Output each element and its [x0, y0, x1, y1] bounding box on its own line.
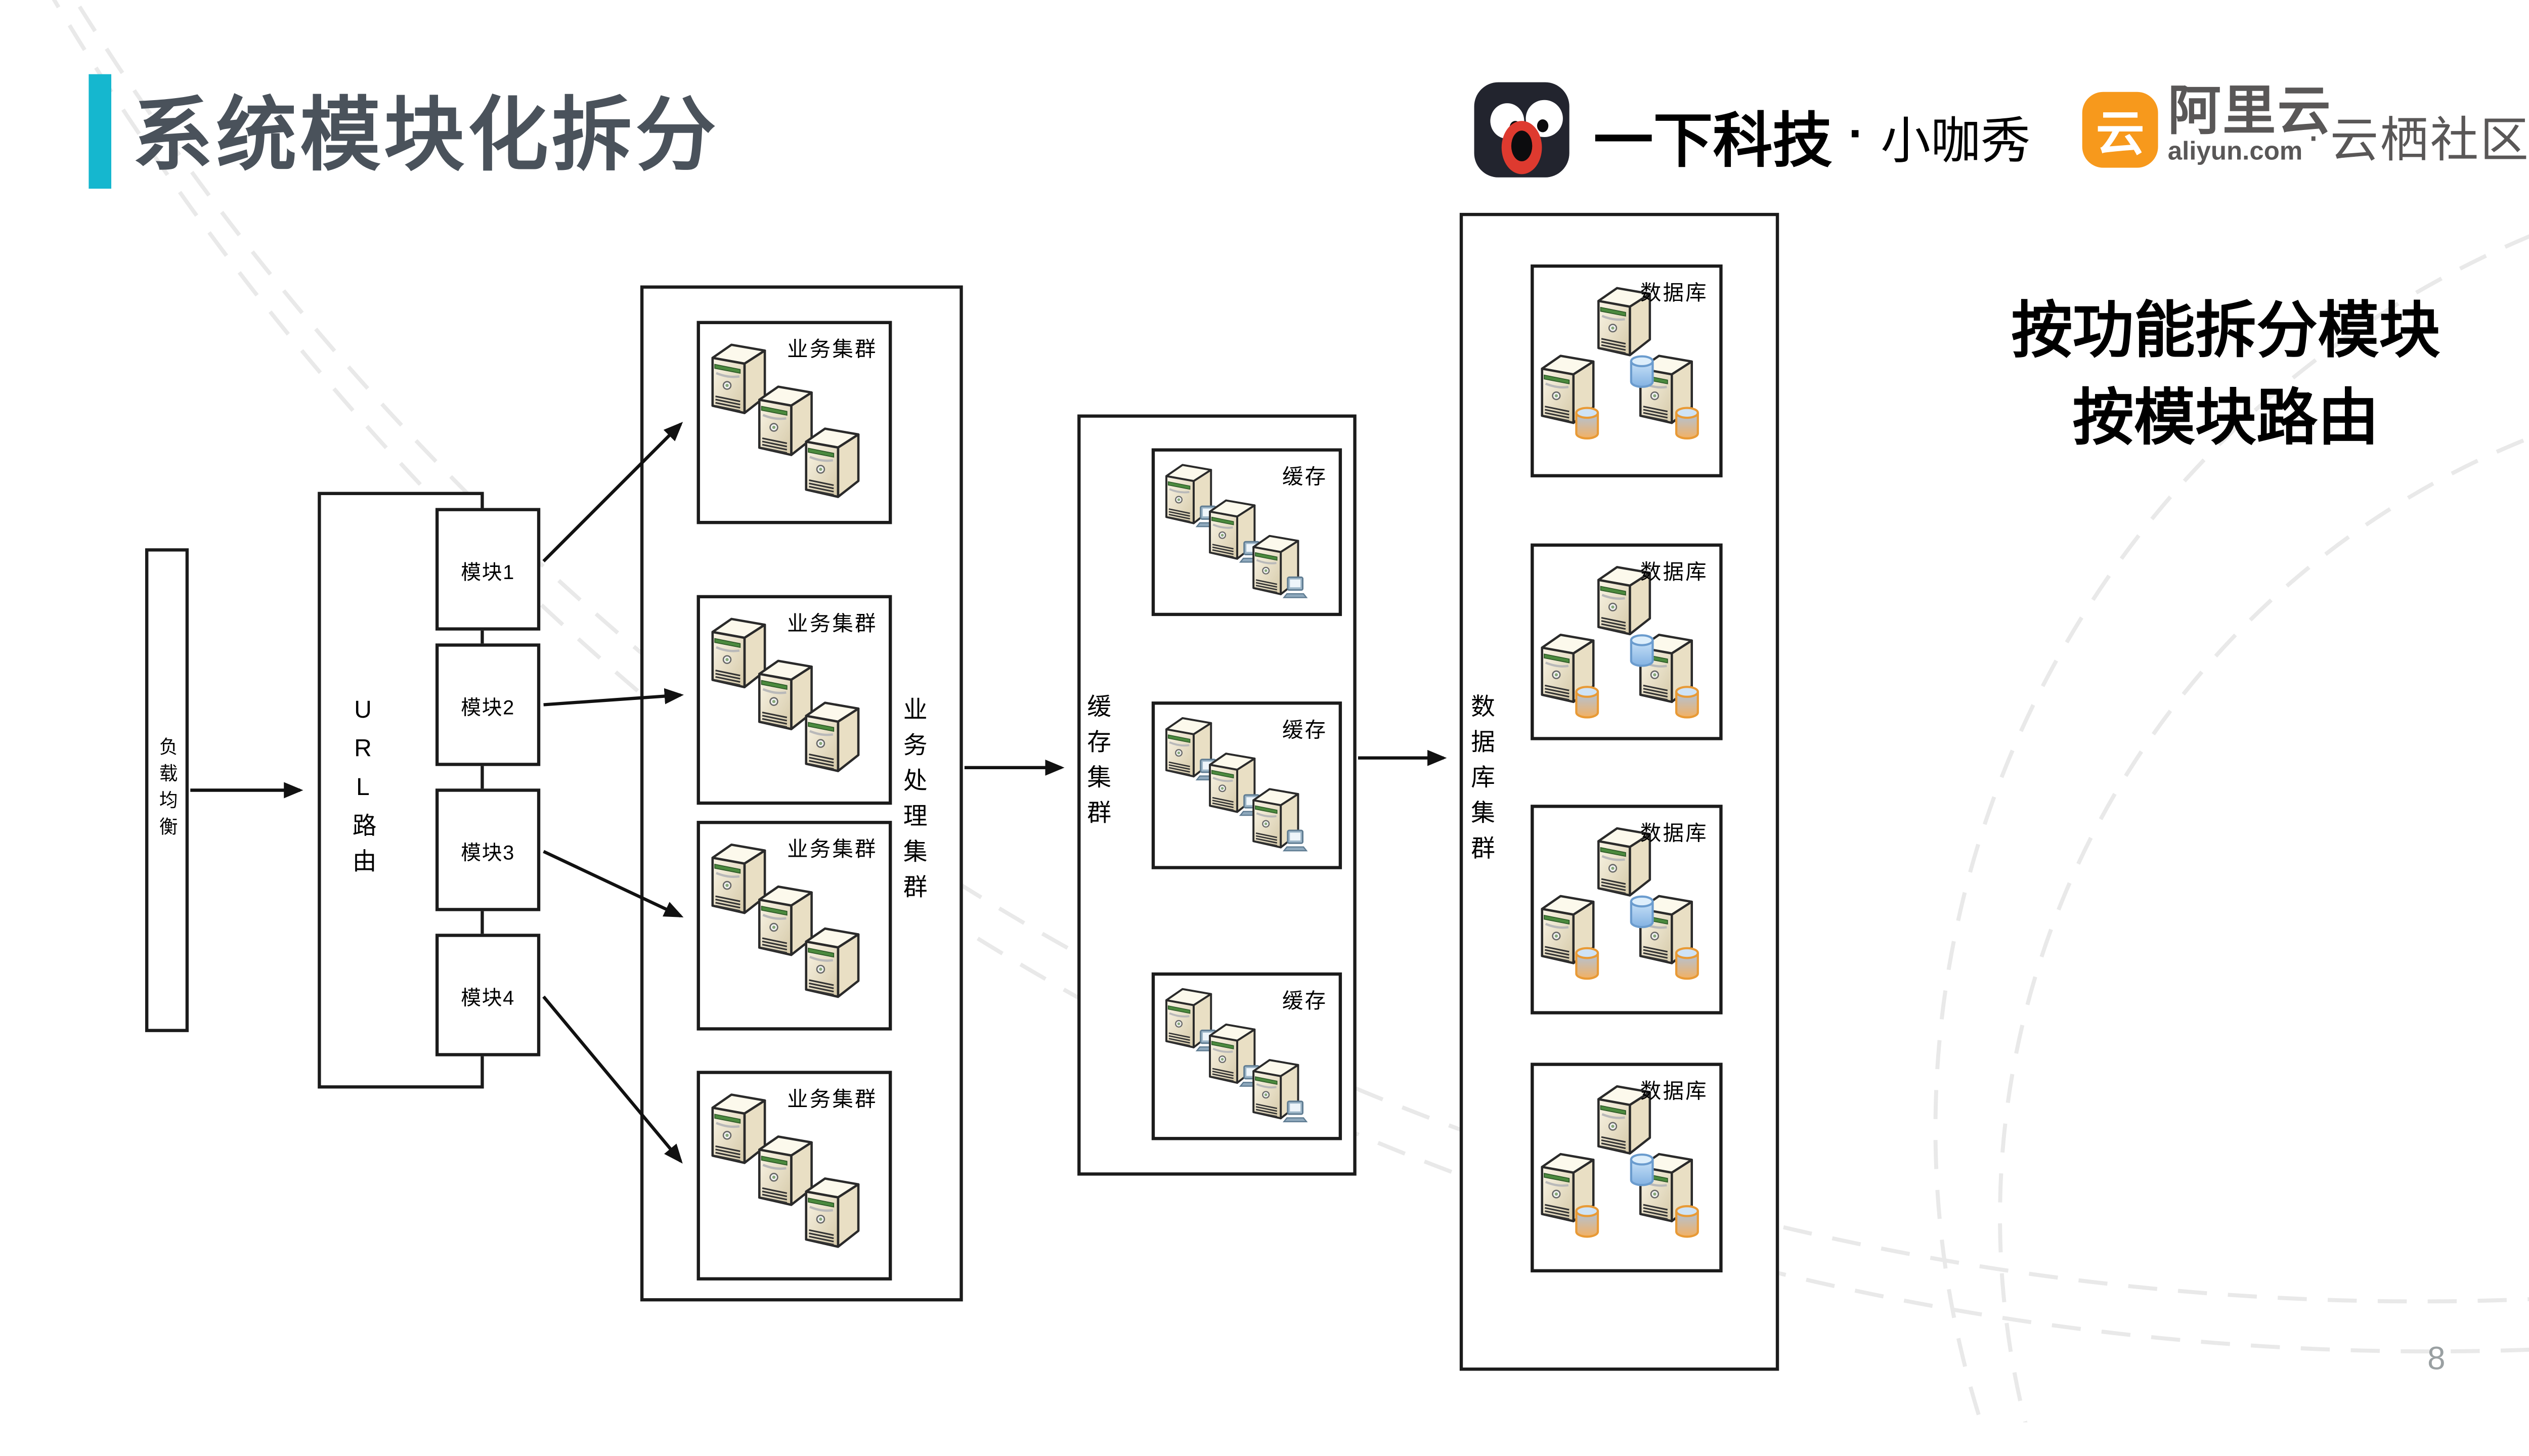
database-cluster-group-box: 数据库 数据库	[1459, 212, 1779, 1371]
module-box: 模块4	[435, 934, 541, 1056]
cluster-box: 业务集群	[696, 595, 892, 805]
mouth-icon	[1501, 121, 1542, 174]
aliyun-domain: aliyun.com	[2167, 139, 2303, 166]
brand-separator: ·	[1848, 108, 1865, 161]
cluster-box: 数据库	[1531, 805, 1723, 1014]
slide: 系统模块化拆分 一下科技 · 小咖秀 云 阿里云 aliyun.com · 云栖…	[53, 0, 2529, 1423]
module-label: 模块2	[461, 695, 515, 719]
database-cylinder-icon	[1675, 947, 1699, 980]
cache-cluster-group-box: 缓存 缓存	[1077, 414, 1357, 1176]
database-cylinder-icon	[1575, 686, 1599, 719]
database-group-label: 数据库集群	[1467, 693, 1495, 871]
brand-yunqi: · 云栖社区	[2297, 100, 2529, 171]
workstation-icon	[1282, 829, 1308, 852]
server-tower-icon	[805, 701, 860, 772]
cluster-box: 数据库	[1531, 1063, 1723, 1272]
aliyun-name: 阿里云	[2167, 80, 2332, 141]
database-cylinder-icon	[1630, 355, 1654, 388]
url-router-label: URL路由	[349, 696, 377, 884]
cluster-box: 数据库	[1531, 543, 1723, 740]
url-router-label-wrap: URL路由	[331, 492, 396, 1089]
community-name: 云栖社区	[2330, 114, 2529, 168]
module-label: 模块4	[461, 986, 515, 1009]
cluster-label: 数据库	[1640, 1079, 1708, 1104]
cluster-label: 缓存	[1282, 988, 1328, 1013]
database-cylinder-icon	[1630, 634, 1654, 667]
server-tower-icon	[805, 927, 860, 998]
database-cylinder-icon	[1630, 1153, 1654, 1186]
database-cylinder-icon	[1575, 407, 1599, 440]
module-box: 模块3	[435, 788, 541, 911]
load-balancer-label: 负载均衡	[157, 737, 177, 844]
cluster-box: 业务集群	[696, 821, 892, 1031]
cache-group-label: 缓存集群	[1083, 693, 1112, 835]
module-label: 模块1	[461, 560, 515, 583]
workstation-icon	[1282, 576, 1308, 598]
module-label: 模块3	[461, 841, 515, 864]
brand-company: 一下科技	[1593, 108, 1833, 174]
cluster-box: 缓存	[1151, 448, 1342, 616]
business-group-label: 业务处理集群	[900, 696, 928, 910]
annotation-line1: 按功能拆分模块	[2011, 298, 2440, 366]
aliyun-cloud-icon: 云	[2082, 92, 2158, 168]
database-cylinder-icon	[1675, 686, 1699, 719]
brand-yixia: 一下科技 · 小咖秀	[1594, 92, 2031, 179]
title-accent-bar	[89, 74, 112, 189]
cluster-label: 缓存	[1282, 718, 1328, 742]
cluster-label: 数据库	[1640, 821, 1708, 845]
cluster-label: 数据库	[1640, 280, 1708, 305]
brand-separator: ·	[2306, 110, 2321, 159]
cluster-box: 业务集群	[696, 321, 892, 524]
database-cylinder-icon	[1630, 895, 1654, 929]
load-balancer-box: 负载均衡	[145, 548, 189, 1032]
cluster-box: 数据库	[1531, 264, 1723, 477]
cluster-label: 业务集群	[787, 611, 878, 636]
annotation-line2: 按模块路由	[2072, 385, 2379, 453]
database-cylinder-icon	[1675, 407, 1699, 440]
cluster-label: 缓存	[1282, 464, 1328, 489]
cluster-box: 缓存	[1151, 701, 1342, 869]
cluster-label: 业务集群	[787, 1087, 878, 1112]
cluster-box: 缓存	[1151, 972, 1342, 1140]
server-tower-icon	[805, 1177, 860, 1248]
database-cylinder-icon	[1675, 1205, 1699, 1238]
workstation-icon	[1282, 1100, 1308, 1123]
database-cylinder-icon	[1575, 947, 1599, 980]
aliyun-wordmark: 阿里云 aliyun.com	[2168, 84, 2332, 166]
cluster-box: 业务集群	[696, 1071, 892, 1281]
cluster-label: 业务集群	[787, 337, 878, 362]
brand-product: 小咖秀	[1881, 112, 2031, 169]
cluster-label: 数据库	[1640, 559, 1708, 584]
page-title: 系统模块化拆分	[132, 90, 720, 181]
page-number: 8	[2427, 1342, 2446, 1378]
xiaokaxiu-app-icon	[1474, 82, 1569, 178]
module-box: 模块1	[435, 508, 541, 631]
module-box: 模块2	[435, 643, 541, 766]
annotation-text: 按功能拆分模块 按模块路由	[1929, 290, 2522, 464]
cluster-label: 业务集群	[787, 836, 878, 861]
server-tower-icon	[805, 427, 860, 498]
database-cylinder-icon	[1575, 1205, 1599, 1238]
